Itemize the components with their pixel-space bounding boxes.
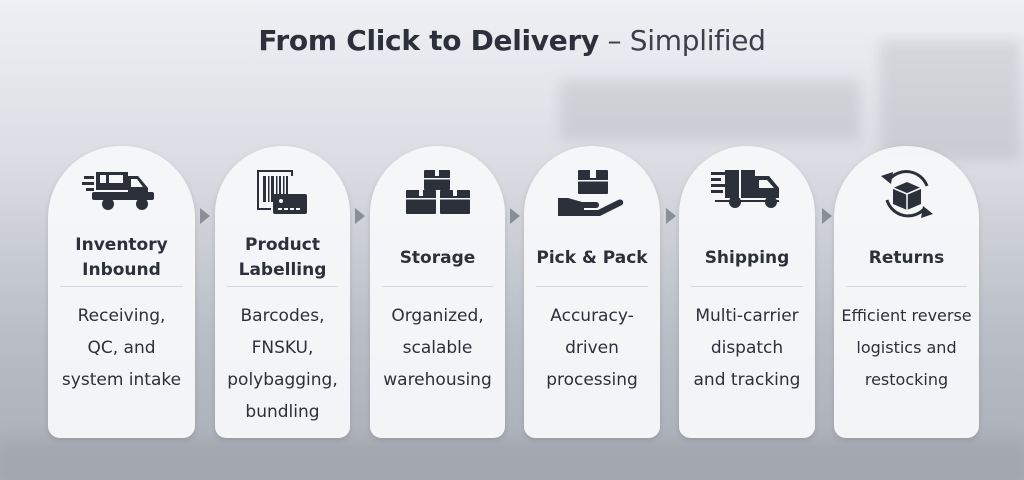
step-description: Barcodes, FNSKU, polybagging, bundling <box>227 306 338 422</box>
step-title: Pick & Pack <box>536 247 648 268</box>
step-card-storage: Storage Organized, scalable warehousing <box>370 146 505 438</box>
barcode-label-icon <box>215 168 350 220</box>
step-title: Inventory Inbound <box>75 235 168 280</box>
step-card-returns: Returns Efficient reverse logistics and … <box>834 146 979 438</box>
divider <box>382 286 493 287</box>
divider <box>691 286 803 287</box>
return-box-icon <box>834 168 979 220</box>
step-card-product-labelling: Product Labelling Barcodes, FNSKU, polyb… <box>215 146 350 438</box>
truck-icon <box>48 168 195 220</box>
step-title: Shipping <box>704 247 790 268</box>
arrow-icon <box>355 208 365 224</box>
step-card-pick-and-pack: Pick & Pack Accuracy- driven processing <box>524 146 660 438</box>
step-card-shipping: Shipping Multi-carrier dispatch and trac… <box>679 146 815 438</box>
hand-box-icon <box>524 168 660 220</box>
divider <box>846 286 967 287</box>
step-title: Storage <box>399 247 476 268</box>
divider <box>227 286 338 287</box>
step-description: Accuracy- driven processing <box>546 306 638 390</box>
arrow-icon <box>200 208 210 224</box>
divider <box>60 286 183 287</box>
page-title: From Click to Delivery – Simplified <box>0 24 1024 57</box>
step-description: Multi-carrier dispatch and tracking <box>693 306 801 390</box>
arrow-icon <box>510 208 520 224</box>
arrow-icon <box>666 208 676 224</box>
divider <box>536 286 648 287</box>
step-description: Efficient reverse logistics and restocki… <box>841 306 972 389</box>
step-description: Receiving, QC, and system intake <box>61 306 182 390</box>
step-title: Returns <box>868 247 945 268</box>
step-title: Product Labelling <box>238 235 327 280</box>
arrow-icon <box>822 208 832 224</box>
title-sub: – Simplified <box>598 24 766 57</box>
step-card-inventory-inbound: Inventory Inbound Receiving, QC, and sys… <box>48 146 195 438</box>
step-description: Organized, scalable warehousing <box>383 306 492 390</box>
delivery-van-icon <box>679 168 815 220</box>
title-main: From Click to Delivery <box>258 24 599 57</box>
boxes-icon <box>370 168 505 220</box>
